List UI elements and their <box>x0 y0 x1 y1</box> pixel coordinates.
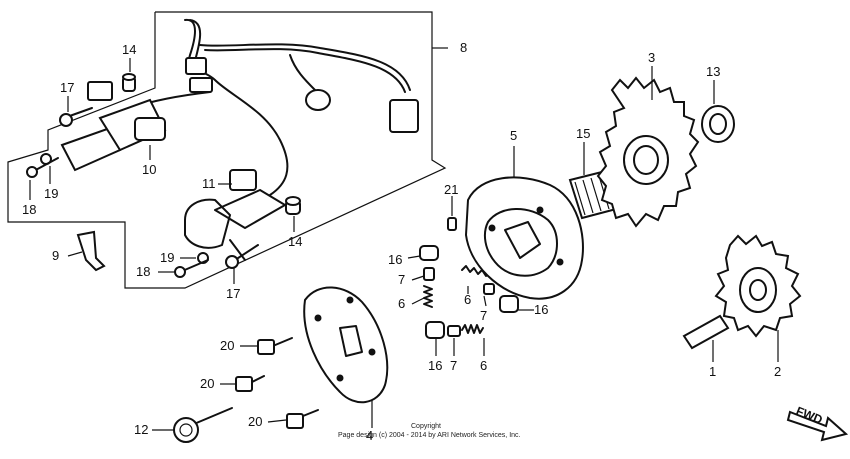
leader-lines <box>29 47 779 431</box>
callout-16-c: 16 <box>428 358 442 373</box>
starter-clutch-5 <box>464 176 584 300</box>
pin-7-a <box>423 267 435 281</box>
callout-14-bottom: 14 <box>288 234 302 249</box>
pin-21 <box>447 217 457 231</box>
roller-16-c <box>425 321 445 339</box>
callout-7-c: 7 <box>450 358 457 373</box>
driven-gear-3 <box>596 76 700 228</box>
callout-16-b: 16 <box>534 302 548 317</box>
spring-6-a <box>423 285 433 308</box>
bolt-20-b <box>235 375 265 392</box>
callout-15: 15 <box>576 126 590 141</box>
wire-harness <box>119 18 419 196</box>
callout-20-b: 20 <box>200 376 214 391</box>
callout-18-top: 18 <box>22 202 36 217</box>
callout-19-top: 19 <box>44 186 58 201</box>
callout-21: 21 <box>444 182 458 197</box>
ignition-coil <box>60 81 167 172</box>
bolt-12 <box>173 407 233 443</box>
callouts: 1 2 3 4 5 8 9 10 11 12 13 14 14 15 16 16… <box>22 40 781 443</box>
callout-1: 1 <box>709 364 716 379</box>
callout-12: 12 <box>134 422 148 437</box>
pulser-coil <box>184 169 286 261</box>
callout-14-top: 14 <box>122 42 136 57</box>
bolt-17-bottom <box>225 244 259 269</box>
washer-13 <box>701 105 735 143</box>
callout-5: 5 <box>510 128 517 143</box>
fwd-arrow-icon <box>786 410 849 442</box>
callout-3: 3 <box>648 50 655 65</box>
roller-16-a <box>419 245 439 261</box>
copyright-line-2: Page design (c) 2004 - 2014 by ARI Netwo… <box>338 432 521 439</box>
bolt-20-c <box>286 409 319 429</box>
callout-20-c: 20 <box>248 414 262 429</box>
callout-17-top: 17 <box>60 80 74 95</box>
bolt-20-a <box>257 337 293 355</box>
callout-6-a: 6 <box>398 296 405 311</box>
callout-7-b: 7 <box>480 308 487 323</box>
copyright-line-1: Copyright <box>411 423 441 430</box>
roller-16-b <box>499 295 519 313</box>
callout-9: 9 <box>52 248 59 263</box>
callout-6-c: 6 <box>480 358 487 373</box>
pin-7-c <box>447 325 461 337</box>
callout-2: 2 <box>774 364 781 379</box>
callout-17-bottom: 17 <box>226 286 240 301</box>
pulley-plate-4 <box>303 286 389 404</box>
idle-gear-2 <box>714 234 802 338</box>
screw-18-bottom <box>174 259 209 278</box>
collar-14-bottom <box>285 196 301 215</box>
clip-9 <box>76 230 106 272</box>
collar-14-top <box>122 73 136 92</box>
harness-group-outline <box>7 11 447 289</box>
spring-6-c <box>461 324 484 334</box>
pin-7-b <box>483 283 495 295</box>
callout-8: 8 <box>460 40 467 55</box>
screw-18-top <box>26 157 59 178</box>
callout-18-bottom: 18 <box>136 264 150 279</box>
callout-20-a: 20 <box>220 338 234 353</box>
bolt-17-top <box>59 107 93 127</box>
callout-19-bottom: 19 <box>160 250 174 265</box>
callout-13: 13 <box>706 64 720 79</box>
callout-10: 10 <box>142 162 156 177</box>
callout-16-a: 16 <box>388 252 402 267</box>
callout-4: 4 <box>366 428 373 443</box>
callout-7-a: 7 <box>398 272 405 287</box>
shaft-1 <box>682 314 730 350</box>
callout-11: 11 <box>202 176 216 191</box>
callout-6-b: 6 <box>464 292 471 307</box>
